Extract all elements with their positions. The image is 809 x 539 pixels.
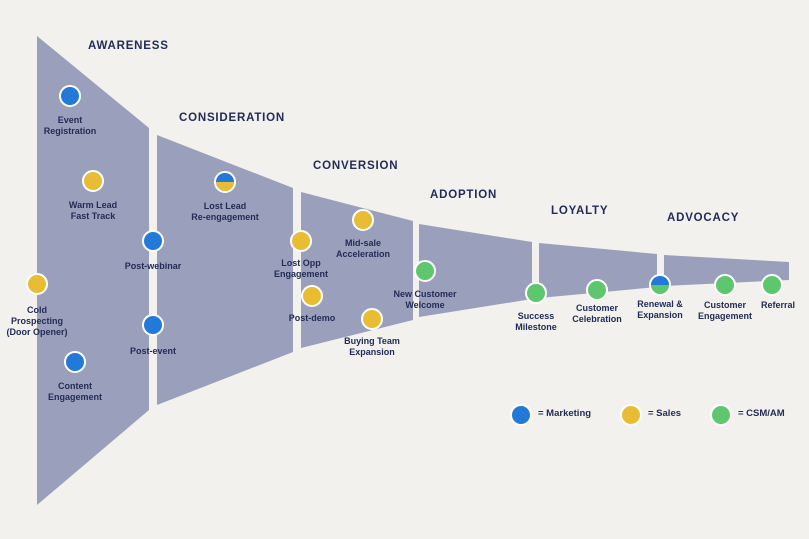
touchpoint-label-referral: Referral [761,300,795,311]
touchpoint-label-line: Fast Track [70,211,116,221]
touchpoint-label-line: Prospecting [10,316,64,326]
touchpoint-dot-customer-engagement-icon [714,274,736,296]
touchpoint-label-line: Milestone [515,322,557,332]
touchpoint-label-line: Re-engagement [191,212,259,222]
legend-label: = Marketing [538,408,592,419]
touchpoint-label-line: Engagement [47,392,103,402]
touchpoint-label-line: Content [57,381,92,391]
touchpoint-label-line: Engagement [697,311,753,321]
funnel-segment-advocacy [664,255,789,286]
touchpoint-label-line: Post-webinar [124,261,182,271]
touchpoint-dot-buying-team-expansion-icon [361,308,383,330]
touchpoint-label-line: Mid-sale [344,238,381,248]
touchpoint-label-line: Customer [575,303,619,313]
touchpoint-label-line: (Door Opener) [6,327,68,337]
touchpoint-label-line: Buying Team [344,336,400,346]
touchpoint-dot-content-engagement-icon [64,351,86,373]
touchpoint-label-line: Event [57,115,83,125]
touchpoint-label-line: Lost Opp [281,258,321,268]
touchpoint-label-line: Welcome [405,300,445,310]
touchpoint-label-post-event: Post-event [130,346,176,357]
touchpoint-label-line: Success [517,311,555,321]
touchpoint-dot-cold-prospecting-icon [26,273,48,295]
touchpoint-label-line: Registration [43,126,97,136]
funnel-segment-consideration [157,135,293,405]
csm-dot-icon [710,404,732,426]
funnel-segment-loyalty [539,243,657,298]
touchpoint-label-line: Cold [26,305,47,315]
marketing-dot-icon [510,404,532,426]
touchpoint-label-line: Engagement [273,269,329,279]
touchpoint-dot-post-webinar-icon [142,230,164,252]
touchpoint-dot-mid-sale-acceleration-icon [352,209,374,231]
touchpoint-dot-renewal-expansion-icon [649,274,671,296]
touchpoint-label-line: New Customer [393,289,457,299]
dot-half-bottom [651,285,669,294]
touchpoint-label-line: Acceleration [335,249,391,259]
touchpoint-label-line: Expansion [637,310,683,320]
dot-half-top [651,276,669,285]
touchpoint-dot-customer-celebration-icon [586,279,608,301]
stage-title-awareness: AWARENESS [88,40,169,52]
touchpoint-dot-new-customer-welcome-icon [414,260,436,282]
touchpoint-dot-lost-lead-re-engagement-icon [214,171,236,193]
touchpoint-label-line: Warm Lead [68,200,118,210]
touchpoint-label-line: Celebration [572,314,622,324]
touchpoint-label-post-demo: Post-demo [289,313,336,324]
stage-title-advocacy: ADVOCACY [667,212,740,224]
touchpoint-label-post-webinar: Post-webinar [125,261,182,272]
legend-label: = CSM/AM [738,408,785,419]
touchpoint-label-line: Post-event [129,346,177,356]
touchpoint-dot-referral-icon [761,274,783,296]
touchpoint-label-line: Post-demo [288,313,336,323]
touchpoint-dot-warm-lead-fast-track-icon [82,170,104,192]
legend-label: = Sales [648,408,682,419]
funnel-segment-adoption [419,224,532,317]
touchpoint-label-line: Expansion [349,347,395,357]
touchpoint-dot-post-event-icon [142,314,164,336]
sales-dot-icon [620,404,642,426]
touchpoint-label-renewal-expansion: Renewal &Expansion [637,299,683,321]
touchpoint-dot-post-demo-icon [301,285,323,307]
touchpoint-dot-success-milestone-icon [525,282,547,304]
touchpoint-dot-lost-opp-engagement-icon [290,230,312,252]
stage-title-conversion: CONVERSION [313,160,399,172]
touchpoint-label-line: Customer [703,300,747,310]
touchpoint-label-line: Referral [760,300,796,310]
dot-half-top [216,173,234,182]
touchpoint-label-line: Renewal & [637,299,683,309]
touchpoint-dot-event-registration-icon [59,85,81,107]
stage-title-adoption: ADOPTION [430,189,498,201]
funnel-segment-conversion [301,192,413,348]
stage-title-loyalty: LOYALTY [551,205,609,217]
dot-half-bottom [216,182,234,191]
stage-title-consideration: CONSIDERATION [179,112,286,124]
funnel-segment-awareness [37,36,149,505]
touchpoint-label-line: Lost Lead [203,201,247,211]
